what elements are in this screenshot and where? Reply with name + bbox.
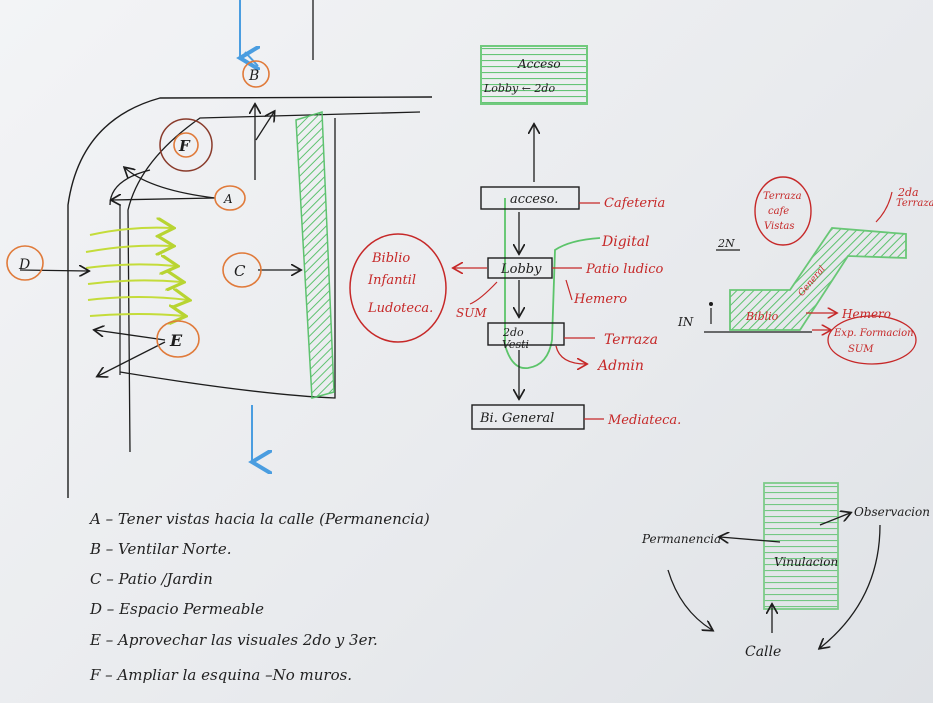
label-admin: Admin <box>596 358 644 374</box>
zone-label-d: D <box>18 257 30 273</box>
vinculacion-hatch <box>763 482 839 610</box>
bubble-line1: Terraza <box>763 191 802 202</box>
legend-item-a: A – Tener vistas hacia la calle (Permane… <box>88 510 430 528</box>
biblio-general-box <box>471 404 585 430</box>
zone-marker-c: C <box>222 252 262 288</box>
label-terraza: Terraza <box>604 332 658 348</box>
zone-marker-b: B <box>242 60 270 88</box>
top-green-box <box>480 45 588 105</box>
vinculacion-right: Observacion <box>854 505 930 519</box>
lobby-label: Lobby <box>500 262 542 277</box>
acceso-box <box>480 186 580 210</box>
site-outer-line <box>67 96 433 498</box>
legend-item-f: F – Ampliar la esquina –No muros. <box>89 666 352 684</box>
section-hatch <box>729 227 907 331</box>
section-sketch: Terraza cafe Vistas 2da Terraza 2N Bibli… <box>677 176 933 365</box>
site-plan: B F A C D E <box>6 0 433 498</box>
garden-strip-hatch <box>295 110 335 399</box>
vinculacion-bottom: Calle <box>745 644 781 660</box>
circulation-outline <box>504 198 601 369</box>
label-2da: 2da <box>897 186 919 199</box>
label-exp-formacion: Exp. Formacion <box>833 328 914 339</box>
zone-label-f: F <box>178 137 191 155</box>
vinculacion-left: Permanencia <box>641 532 721 546</box>
label-digital: Digital <box>601 234 650 250</box>
zone-marker-e: E <box>156 320 200 358</box>
exp-formacion-circle <box>827 315 917 365</box>
label-2n: 2N <box>717 237 735 250</box>
legend: A – Tener vistas hacia la calle (Permane… <box>88 510 430 684</box>
terraza-bubble <box>754 176 812 246</box>
top-box-line2: Lobby ← 2do <box>483 82 555 95</box>
bubble-line3: Vistas <box>764 221 795 232</box>
biblio-general-label: Bi. General <box>479 411 554 426</box>
circle-line2: Infantil <box>367 273 416 288</box>
program-flow: Acceso Lobby ← 2do acceso. Lobby 2do Ves… <box>349 45 681 430</box>
acceso-label: acceso. <box>510 192 558 207</box>
site-inner-line <box>127 111 421 453</box>
label-hemero: Hemero <box>573 292 627 307</box>
vesti-line2: Vesti <box>502 338 529 351</box>
vinculacion-center: Vinulacion <box>774 555 838 569</box>
zone-label-a: A <box>223 192 233 206</box>
zone-marker-d: D <box>6 245 44 281</box>
circle-line3: Ludoteca. <box>367 301 433 316</box>
zone-label-b: B <box>248 68 259 84</box>
zone-label-c: C <box>234 262 246 280</box>
legend-item-e: E – Aprovechar las visuales 2do y 3er. <box>89 631 378 649</box>
vinculacion-diagram: Vinulacion Permanencia Observacion Calle <box>641 482 930 660</box>
label-cafeteria: Cafeteria <box>604 196 665 211</box>
label-sum: SUM <box>456 306 487 320</box>
label-hemero-right: Hemero <box>841 307 891 321</box>
legend-item-d: D – Espacio Permeable <box>89 600 264 618</box>
zone-marker-f: F <box>159 118 213 172</box>
biblio-infantil-circle <box>349 233 447 343</box>
label-mediateca: Mediateca. <box>607 413 681 428</box>
label-sum-right: SUM <box>848 344 874 355</box>
legend-item-b: B – Ventilar Norte. <box>89 540 232 558</box>
label-patio-ludico: Patio ludico <box>585 262 664 277</box>
circle-line1: Biblio <box>371 251 410 266</box>
wind-arrows <box>85 228 188 316</box>
legend-item-c: C – Patio /Jardin <box>90 570 213 588</box>
zone-label-e: E <box>169 331 183 350</box>
vesti-box <box>487 322 565 346</box>
section-biblio: Biblio <box>745 310 779 323</box>
zone-marker-a: A <box>214 185 246 211</box>
vesti-line1: 2do <box>502 326 524 339</box>
label-in: IN <box>677 315 694 329</box>
label-terraza-top: Terraza <box>896 198 933 209</box>
top-box-line1: Acceso <box>517 57 561 71</box>
bubble-line2: cafe <box>768 206 789 217</box>
